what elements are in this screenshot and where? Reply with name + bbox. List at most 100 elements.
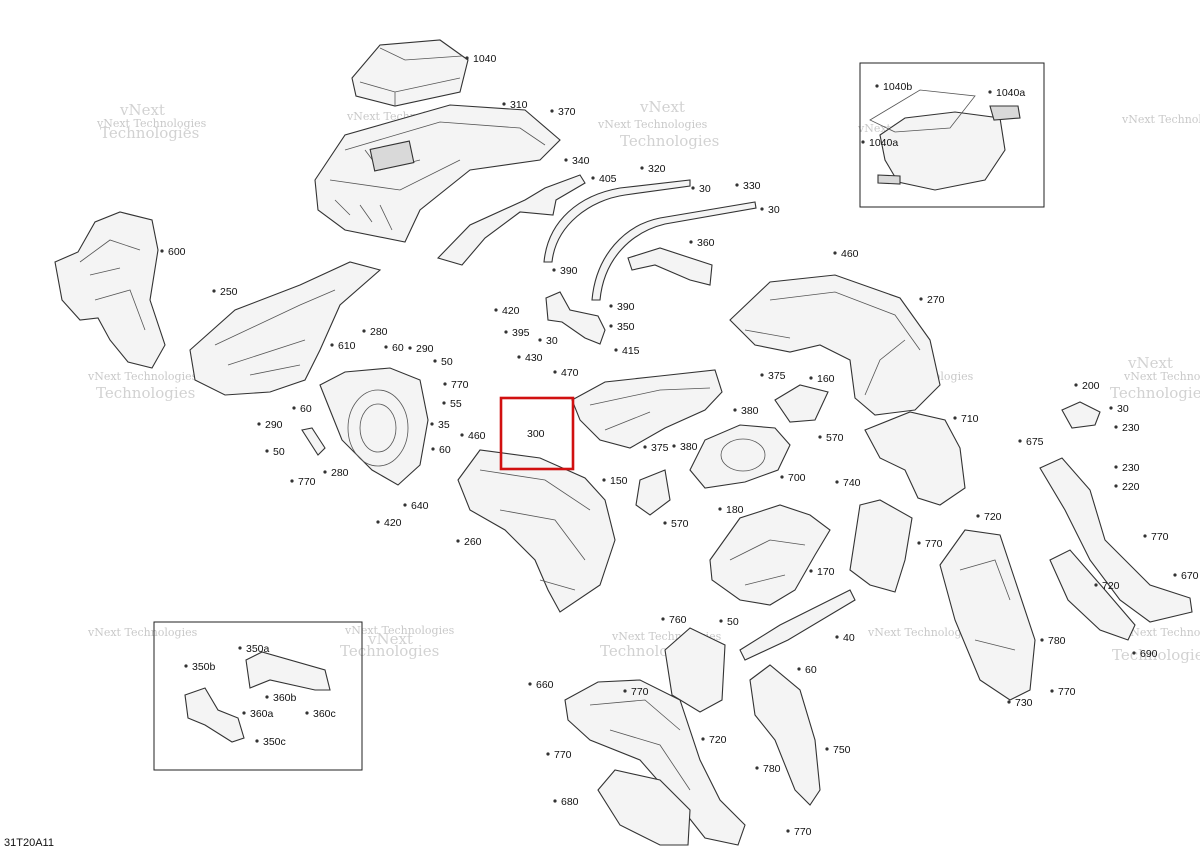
leader-dot — [431, 447, 435, 451]
leader-dot — [689, 240, 693, 244]
leader-dot — [760, 207, 764, 211]
leader-dot — [1109, 406, 1113, 410]
part-740 — [849, 499, 913, 593]
leader-dot — [517, 355, 521, 359]
leader-dot — [701, 737, 705, 741]
inset-box-350-360 — [153, 621, 363, 771]
leader-dot — [663, 521, 667, 525]
part-760-bracket — [664, 627, 726, 713]
leader-dot — [1094, 583, 1098, 587]
part-340-bracket — [436, 174, 586, 266]
callout-label-720: 720 — [1102, 580, 1120, 592]
callout-label-770: 770 — [554, 749, 572, 761]
watermark-text: vNext Technologies — [96, 117, 207, 130]
watermark-text: vNext — [639, 98, 685, 116]
callout-label-395: 395 — [512, 327, 530, 339]
part-730 — [939, 529, 1036, 701]
leader-dot — [538, 338, 542, 342]
inset-part-1040a — [989, 105, 1021, 121]
part-300-panel — [571, 369, 723, 449]
callout-label-1040b: 1040b — [883, 81, 912, 93]
callout-label-350b: 350b — [192, 661, 216, 673]
watermark-text: Technologies — [620, 132, 719, 150]
part-1040-storage-box — [351, 39, 469, 107]
watermark-text: Technologies — [1110, 384, 1200, 402]
inset-part-1040a — [877, 174, 901, 185]
callout-label-415: 415 — [622, 345, 640, 357]
callout-label-675: 675 — [1026, 436, 1044, 448]
leader-dot — [1173, 573, 1177, 577]
leader-dot — [786, 829, 790, 833]
leader-dot — [553, 370, 557, 374]
watermark-text: Technologies — [1112, 646, 1200, 664]
leader-dot — [1114, 465, 1118, 469]
callout-label-740: 740 — [843, 477, 861, 489]
leader-dot — [552, 268, 556, 272]
leader-dot — [672, 444, 676, 448]
leader-dot — [433, 359, 437, 363]
leader-dot — [818, 435, 822, 439]
callout-label-380: 380 — [680, 441, 698, 453]
callout-label-720: 720 — [709, 734, 727, 746]
callout-label-250: 250 — [220, 286, 238, 298]
part-310-rear-rack — [314, 104, 561, 243]
part-700-dash — [689, 424, 791, 489]
callout-label-310: 310 — [510, 99, 528, 111]
callout-label-370: 370 — [558, 106, 576, 118]
leader-dot — [760, 373, 764, 377]
callout-label-200: 200 — [1082, 380, 1100, 392]
inset-box-1040 — [859, 62, 1045, 208]
leader-dot — [460, 433, 464, 437]
leader-dot — [564, 158, 568, 162]
inset-part-350-bracket — [184, 687, 245, 743]
leader-dot — [809, 569, 813, 573]
callout-label-405: 405 — [599, 173, 617, 185]
leader-dot — [809, 376, 813, 380]
highlight-label-300[interactable]: 300 — [527, 428, 545, 440]
callout-label-230: 230 — [1122, 462, 1140, 474]
leader-dot — [835, 635, 839, 639]
callout-label-30: 30 — [546, 335, 558, 347]
callout-label-350: 350 — [617, 321, 635, 333]
callout-label-720: 720 — [984, 511, 1002, 523]
callout-label-460: 460 — [841, 248, 859, 260]
watermark-text: Technologies — [96, 384, 195, 402]
callout-label-570: 570 — [826, 432, 844, 444]
callout-label-375: 375 — [768, 370, 786, 382]
leader-dot — [661, 617, 665, 621]
leader-dot — [265, 449, 269, 453]
callout-label-640: 640 — [411, 500, 429, 512]
callout-label-430: 430 — [525, 352, 543, 364]
highlight-box-300[interactable] — [499, 396, 575, 471]
leader-dot — [1074, 383, 1078, 387]
leader-dot — [1018, 439, 1022, 443]
part-710 — [864, 411, 966, 506]
leader-dot — [1114, 425, 1118, 429]
part-600-panel — [54, 211, 166, 369]
watermark-text: vNext Technologies — [344, 624, 455, 637]
callout-label-1040a: 1040a — [869, 137, 898, 149]
callout-label-390: 390 — [560, 265, 578, 277]
leader-dot — [953, 416, 957, 420]
callout-label-60: 60 — [439, 444, 451, 456]
watermark-text: vNext — [367, 630, 413, 648]
callout-label-750: 750 — [833, 744, 851, 756]
callout-label-360a: 360a — [250, 708, 274, 720]
leader-dot — [553, 799, 557, 803]
callout-label-60: 60 — [392, 342, 404, 354]
callout-label-420: 420 — [384, 517, 402, 529]
callout-label-280: 280 — [370, 326, 388, 338]
leader-dot — [265, 695, 269, 699]
part-270-fender — [729, 274, 941, 416]
leader-dot — [330, 343, 334, 347]
leader-dot — [1114, 484, 1118, 488]
leader-dot — [755, 766, 759, 770]
callout-label-610: 610 — [338, 340, 356, 352]
callout-label-1040: 1040 — [473, 53, 497, 65]
part-40-bar — [739, 589, 856, 661]
leader-dot — [362, 329, 366, 333]
callout-label-60: 60 — [805, 664, 817, 676]
part-750 — [749, 664, 821, 806]
